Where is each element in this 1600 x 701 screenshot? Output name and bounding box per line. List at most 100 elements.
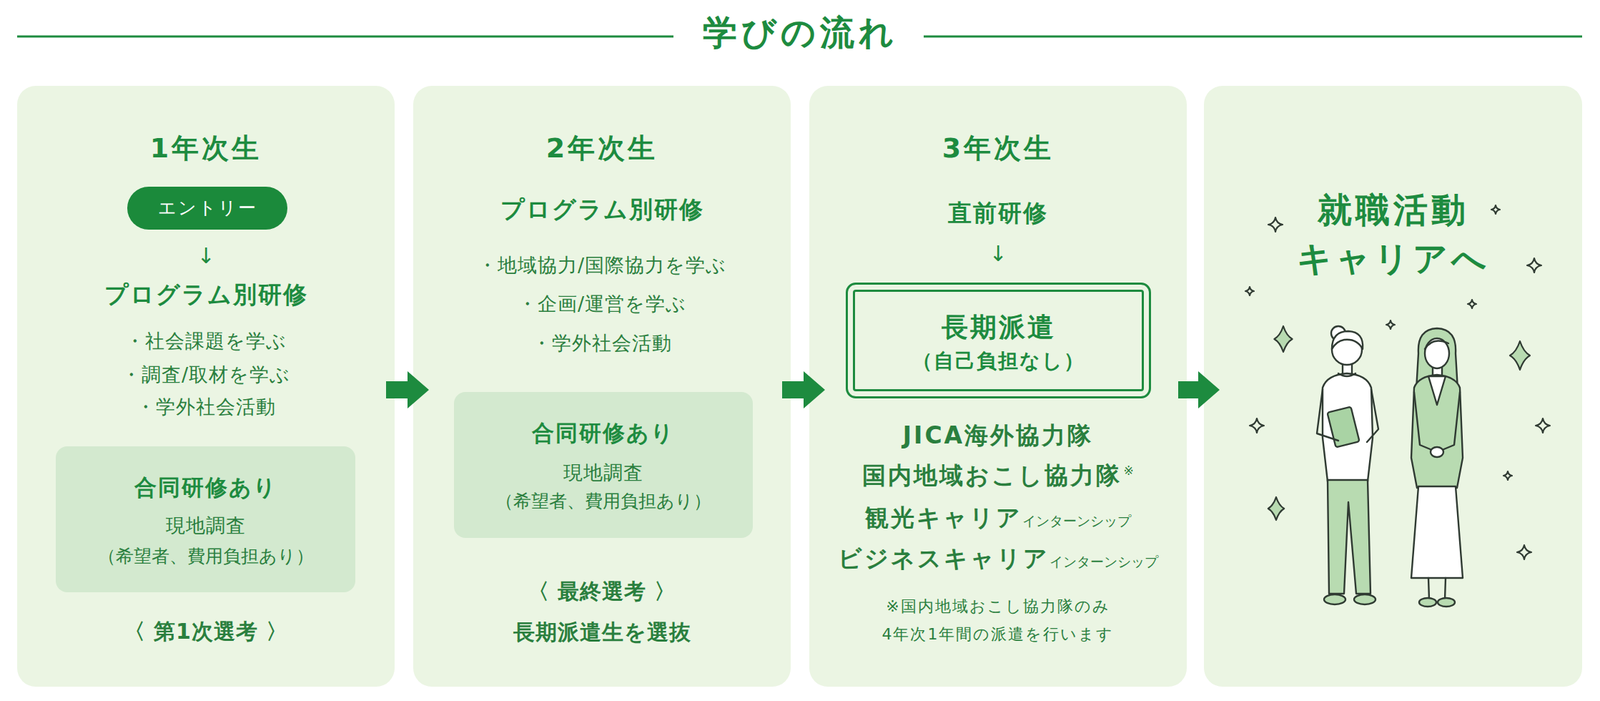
sparkles: [1245, 205, 1550, 560]
shoe: [1437, 597, 1455, 607]
node-text: ・学外社会活動: [135, 395, 276, 418]
joint-training-box: 合同研修あり現地調査 （希望者、費用負担あり）: [453, 391, 753, 538]
text-row: ビジネスキャリアインターンシップ: [809, 543, 1187, 575]
face: [1424, 338, 1450, 369]
node-text: エントリー: [157, 197, 258, 219]
text-wrap: ※国内地域おこし協力隊のみ 4年次1年間の派遣を行います: [847, 592, 1149, 648]
arm: [1316, 388, 1339, 441]
sparkle: [1535, 418, 1550, 433]
text-row: ・企画/運営を学ぶ: [413, 290, 791, 316]
woman-right: [1411, 328, 1463, 607]
text-row: （希望者、費用負担あり）: [55, 544, 356, 569]
sparkle: [1249, 418, 1264, 433]
node-text: ↓: [988, 240, 1007, 266]
node-text: プログラム別研修: [104, 280, 309, 309]
sparkle: [1517, 544, 1532, 560]
node-text: インターンシップ: [1022, 512, 1132, 529]
node-text: ・学外社会活動: [531, 331, 673, 354]
flow-arrow: [1178, 371, 1220, 409]
hair: [1331, 331, 1363, 349]
node-text: （希望者、費用負担あり）: [97, 545, 314, 567]
blouse: [1322, 373, 1373, 482]
node-text: 〈 第1次選考 〉: [123, 618, 289, 644]
hands: [1430, 446, 1444, 457]
text-row: 〈 最終選考 〉: [413, 576, 791, 605]
node-text: ・調査/取材を学ぶ: [121, 363, 291, 386]
node-text: 〈 最終選考 〉: [527, 578, 678, 604]
node-text: 直前研修: [947, 198, 1049, 227]
shoe: [1419, 597, 1437, 607]
node-text: 1年次生: [150, 132, 262, 164]
sparkle: [1268, 217, 1283, 232]
node-text: ・地域協力/国際協力を学ぶ: [477, 253, 727, 276]
text-wrap: 就職活動 キャリアへ: [1275, 185, 1512, 283]
sparkle: [1491, 205, 1500, 214]
sparkle: [1467, 299, 1477, 309]
diagram-title: 学びの流れ: [702, 10, 898, 56]
node-text: ・社会課題を学ぶ: [125, 329, 287, 352]
text-row: 3年次生: [809, 130, 1187, 166]
node-text: 2年次生: [546, 132, 658, 164]
sparkle: [1273, 326, 1292, 352]
node-text: （希望者、費用負担あり）: [495, 490, 712, 512]
long-term-dispatch-box: 長期派遣 （自己負担なし）: [845, 282, 1152, 399]
node-text: ビジネスキャリア: [837, 544, 1050, 572]
node-text: 長期派遣: [941, 311, 1056, 343]
text-row: 合同研修あり: [453, 418, 753, 447]
year-column: 1年次生 ↓ プログラム別研修・社会課題を学ぶ・調査/取材を学ぶ・学外社会活動〈 第…: [17, 85, 395, 687]
text-row: ・社会課題を学ぶ: [17, 328, 395, 354]
tablet: [1326, 406, 1360, 448]
flow-arrow: [782, 371, 826, 409]
node-text: 合同研修あり: [134, 473, 278, 500]
text-row: ・地域協力/国際協力を学ぶ: [413, 252, 791, 278]
woman-left: [1316, 326, 1379, 605]
text-row: 長期派遣生を選抜: [413, 617, 791, 646]
entry-pill: エントリー: [127, 186, 288, 230]
sparkle: [1386, 320, 1395, 329]
text-row: 現地調査: [55, 512, 356, 538]
text-row: 現地調査: [453, 459, 753, 485]
text-row: 1年次生: [17, 130, 395, 166]
sparkle: [1509, 341, 1530, 370]
text-row: JICA海外協力隊: [809, 420, 1187, 452]
text-row: ↓: [809, 239, 1187, 268]
leg: [1428, 577, 1430, 600]
hair: [1415, 328, 1459, 403]
year-column: 3年次生直前研修↓JICA海外協力隊国内地域おこし協力隊※観光キャリアインターン…: [809, 85, 1187, 687]
hair-bun: [1331, 326, 1346, 341]
neck: [1342, 361, 1352, 376]
node-text: ※国内地域おこし協力隊のみ 4年次1年間の派遣を行います: [882, 596, 1115, 643]
text-row: プログラム別研修: [17, 279, 395, 311]
node-text: 長期派遣生を選抜: [513, 619, 692, 645]
head: [1331, 334, 1362, 365]
title-rule: [17, 35, 674, 38]
node-text: ↓: [196, 243, 215, 269]
text-row: 2年次生: [413, 130, 791, 166]
node-text: 就職活動 キャリアへ: [1296, 189, 1490, 279]
text-row: 直前研修: [809, 198, 1187, 229]
collar: [1338, 373, 1356, 377]
shoe: [1354, 594, 1376, 605]
arms: [1414, 391, 1460, 452]
node-text: 現地調査: [165, 514, 246, 537]
text-row: ・学外社会活動: [17, 393, 395, 419]
year-column: 2年次生プログラム別研修・地域協力/国際協力を学ぶ・企画/運営を学ぶ・学外社会活…: [413, 85, 791, 687]
sparkle: [1503, 471, 1513, 480]
text-row: （希望者、費用負担あり）: [453, 489, 753, 514]
text-row: （自己負担なし）: [847, 348, 1149, 374]
node-text: 合同研修あり: [531, 419, 675, 446]
title-rule: [923, 35, 1583, 38]
text-row: 観光キャリアインターンシップ: [809, 502, 1187, 534]
node-text: 現地調査: [563, 461, 644, 484]
node-text: プログラム別研修: [500, 195, 705, 224]
text-row: 合同研修あり: [55, 472, 356, 502]
text-row: ・学外社会活動: [413, 330, 791, 356]
node-text: JICA海外協力隊: [902, 421, 1094, 449]
leg: [1444, 577, 1446, 600]
neck: [1432, 364, 1443, 378]
node-text: 観光キャリア: [865, 503, 1023, 532]
sparkle: [1268, 496, 1285, 520]
